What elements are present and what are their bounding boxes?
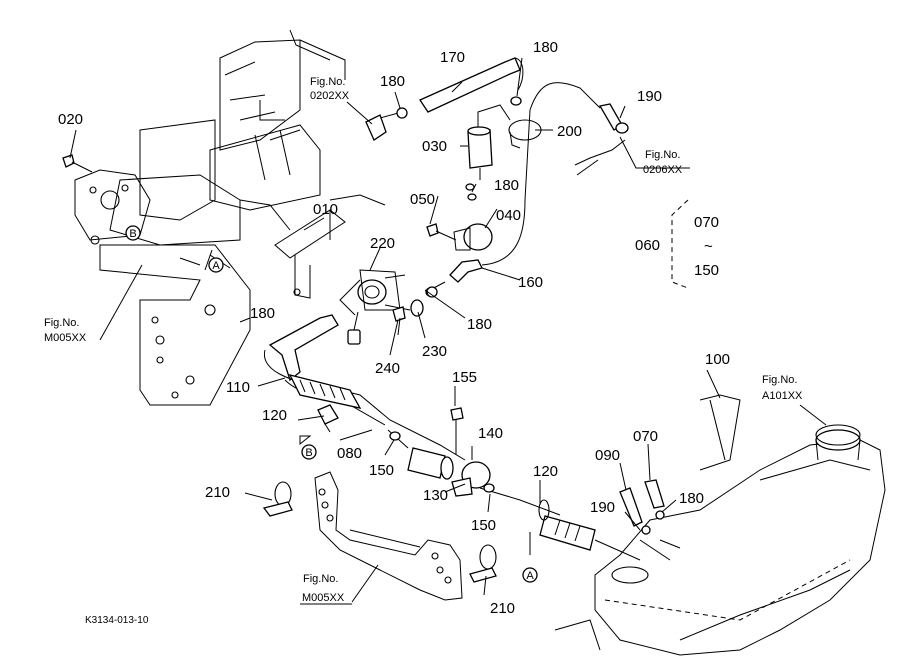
- bracket-140: [450, 407, 491, 497]
- clamp-080: [317, 404, 339, 433]
- label-190-b: 190: [590, 499, 615, 516]
- hose-170: [365, 57, 524, 141]
- label-170: 170: [440, 49, 465, 66]
- drawing-code: K3134-013-10: [85, 615, 149, 626]
- fig-ref-m005-upper-line1: Fig.No.: [44, 317, 79, 329]
- fig-ref-0202-line2: 0202XX: [310, 90, 350, 102]
- pipes-070-090: [619, 479, 681, 561]
- label-range-tilde: ~: [704, 238, 713, 255]
- label-090: 090: [595, 447, 620, 464]
- fuel-filter-030: [467, 104, 511, 180]
- marker-b-lower: B: [305, 447, 312, 459]
- range-bracket: [671, 199, 689, 289]
- fig-ref-0206-line1: Fig.No.: [645, 149, 680, 161]
- label-210-b: 210: [490, 600, 515, 617]
- label-240: 240: [375, 360, 400, 377]
- label-020: 020: [58, 111, 83, 128]
- left-support-plate: [74, 169, 251, 406]
- tube-110: [264, 314, 466, 461]
- reference-markers: B A B A: [125, 225, 538, 583]
- filter-bracket-040: [453, 183, 493, 251]
- label-230: 230: [422, 343, 447, 360]
- label-160: 160: [518, 274, 543, 291]
- fig-ref-m005-lower-line2: M005XX: [302, 592, 345, 604]
- label-130: 130: [423, 487, 448, 504]
- label-180-c: 180: [494, 177, 519, 194]
- label-180-b: 180: [533, 39, 558, 56]
- label-210-a: 210: [205, 484, 230, 501]
- fig-ref-m005-upper-line2: M005XX: [44, 332, 87, 344]
- fuel-pump-220: [339, 269, 411, 345]
- fig-ref-0202-line1: Fig.No.: [310, 76, 345, 88]
- label-190-a: 190: [637, 88, 662, 105]
- bolt-020: [62, 154, 93, 173]
- label-060: 060: [635, 237, 660, 254]
- label-040: 040: [496, 207, 521, 224]
- bracket-010: [274, 194, 386, 299]
- label-150-a: 150: [369, 462, 394, 479]
- label-220: 220: [370, 235, 395, 252]
- marker-b-upper: B: [129, 228, 136, 240]
- label-110: 110: [226, 379, 250, 396]
- hose-120-upper: [288, 374, 362, 409]
- figure-references: Fig.No. 0202XX Fig.No. 0206XX Fig.No. M0…: [44, 76, 803, 605]
- label-180-e: 180: [250, 305, 275, 322]
- fuel-tank: [554, 394, 886, 656]
- fig-ref-0206-line2: 0206XX: [643, 164, 683, 176]
- label-070-b: 070: [633, 428, 658, 445]
- upper-frame-bracket: [109, 29, 346, 246]
- hose-120-lower: [479, 483, 641, 561]
- fig-ref-m005-lower-line1: Fig.No.: [303, 573, 338, 585]
- hose-160: [426, 109, 531, 298]
- marker-a-upper: A: [212, 260, 220, 272]
- label-140: 140: [478, 425, 503, 442]
- label-180-d: 180: [467, 316, 492, 333]
- fig-ref-a101-line1: Fig.No.: [762, 374, 797, 386]
- hose-190: [529, 82, 629, 176]
- bolt-050: [426, 223, 457, 241]
- label-100: 100: [705, 351, 730, 368]
- clamp-200: [508, 96, 542, 149]
- label-030: 030: [422, 138, 447, 155]
- label-010: 010: [313, 201, 338, 218]
- marker-a-lower: A: [526, 570, 534, 582]
- leader-lines: [69, 57, 827, 603]
- label-080: 080: [337, 445, 362, 462]
- label-180-a: 180: [380, 73, 405, 90]
- label-150-b: 150: [471, 517, 496, 534]
- clamp-210-left: [262, 481, 293, 517]
- label-155: 155: [452, 369, 477, 386]
- label-070-range-start: 070: [694, 214, 719, 231]
- fuel-filter-130: [387, 429, 454, 480]
- part-labels: 020 170 180 180 190 200 030 180 050 040 …: [58, 39, 730, 617]
- label-150-range-end: 150: [694, 262, 719, 279]
- label-180-f: 180: [679, 490, 704, 507]
- label-120-b: 120: [533, 463, 558, 480]
- clamp-210-right: [469, 544, 497, 583]
- lower-support-plate: [314, 471, 463, 601]
- fig-ref-a101-line2: A101XX: [762, 390, 803, 402]
- label-120-a: 120: [262, 407, 287, 424]
- label-050: 050: [410, 191, 435, 208]
- label-200: 200: [557, 123, 582, 140]
